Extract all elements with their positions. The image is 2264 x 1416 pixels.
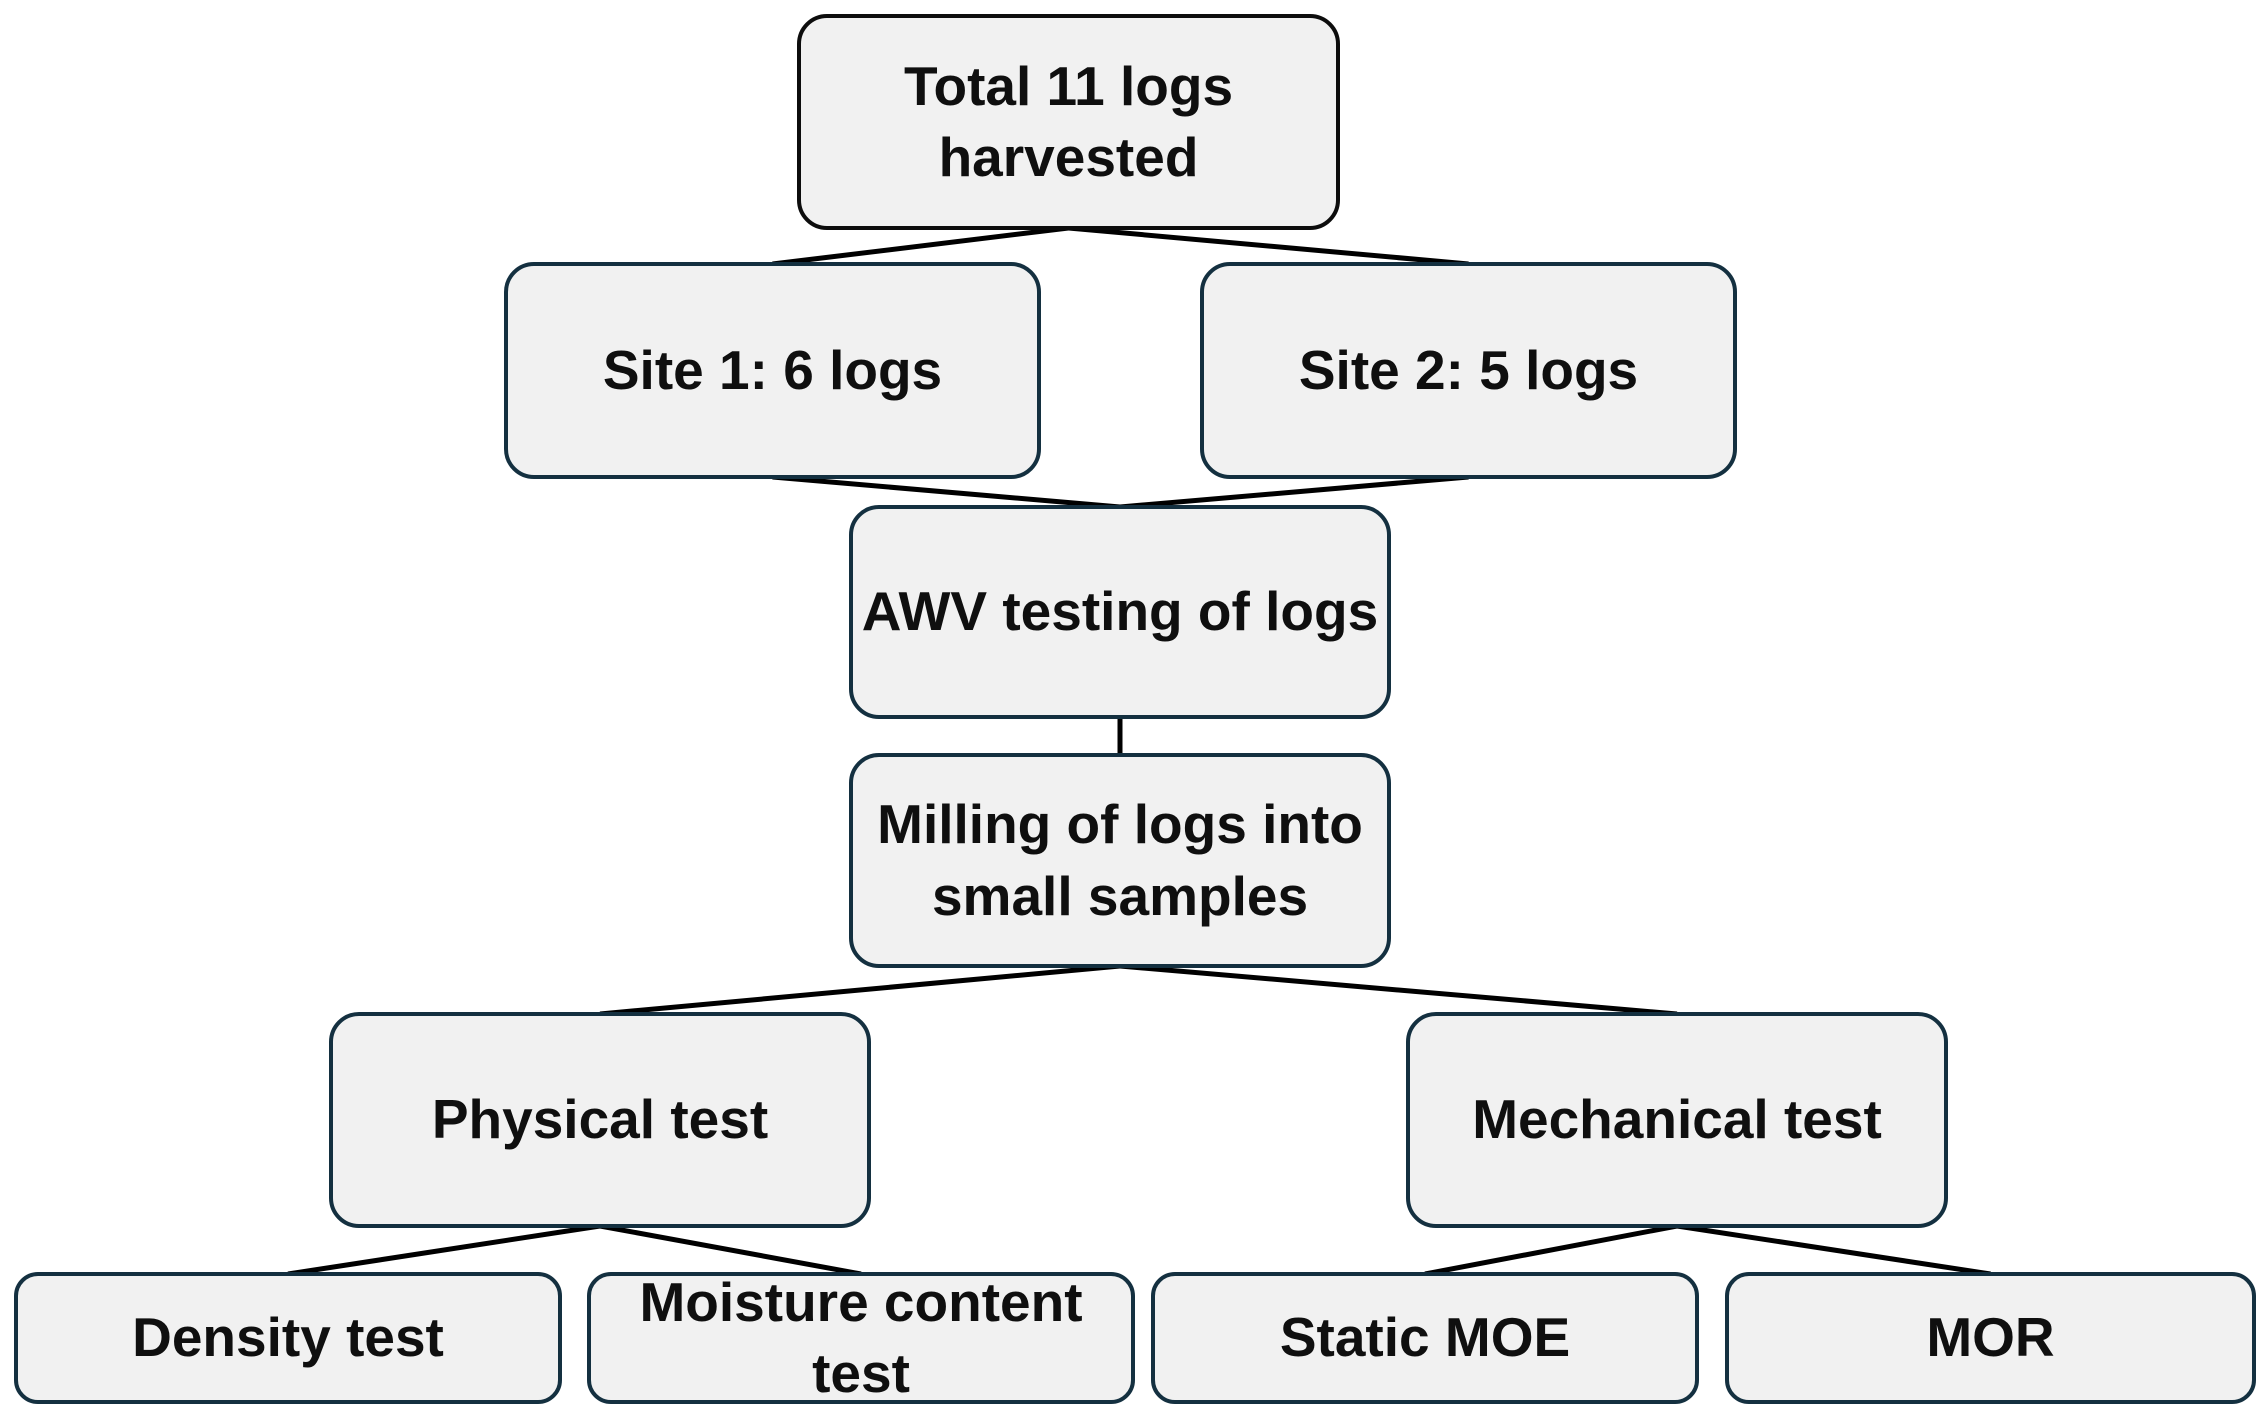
node-density-test: Density test — [14, 1272, 562, 1404]
edge-physical-moisture — [599, 1223, 862, 1277]
node-label: Total 11 logs harvested — [903, 54, 1234, 189]
edge-site2-awv — [1119, 474, 1469, 510]
node-label: Mechanical test — [1472, 1088, 1882, 1151]
node-label: AWV testing of logs — [861, 580, 1379, 643]
edge-milling-physical — [599, 963, 1121, 1017]
node-total-harvested: Total 11 logs harvested — [797, 14, 1340, 230]
node-mor: MOR — [1725, 1272, 2256, 1404]
node-mechanical-test: Mechanical test — [1406, 1012, 1948, 1228]
node-awv-testing: AWV testing of logs — [849, 505, 1391, 719]
node-site-1: Site 1: 6 logs — [504, 262, 1041, 479]
node-label: Site 2: 5 logs — [1298, 338, 1639, 401]
node-physical-test: Physical test — [329, 1012, 871, 1228]
node-label: Static MOE — [1279, 1306, 1571, 1369]
node-site-2: Site 2: 5 logs — [1200, 262, 1737, 479]
node-label: Moisture content test — [639, 1270, 1083, 1405]
node-milling: Milling of logs into small samples — [849, 753, 1391, 968]
node-static-moe: Static MOE — [1151, 1272, 1699, 1404]
node-label: Density test — [132, 1306, 444, 1369]
edge-mechanical-static_moe — [1424, 1223, 1678, 1277]
edge-milling-mechanical — [1119, 963, 1678, 1017]
node-label: Physical test — [431, 1088, 769, 1151]
edge-mechanical-mor — [1676, 1223, 1991, 1277]
node-label: Milling of logs into small samples — [877, 793, 1363, 927]
node-label: MOR — [1926, 1306, 2055, 1369]
edge-total-site1 — [772, 225, 1069, 267]
edge-total-site2 — [1068, 225, 1469, 267]
edge-site1-awv — [772, 474, 1121, 510]
node-label: Site 1: 6 logs — [602, 338, 943, 401]
edge-physical-density — [287, 1223, 601, 1277]
node-moisture-content-test: Moisture content test — [587, 1271, 1135, 1404]
